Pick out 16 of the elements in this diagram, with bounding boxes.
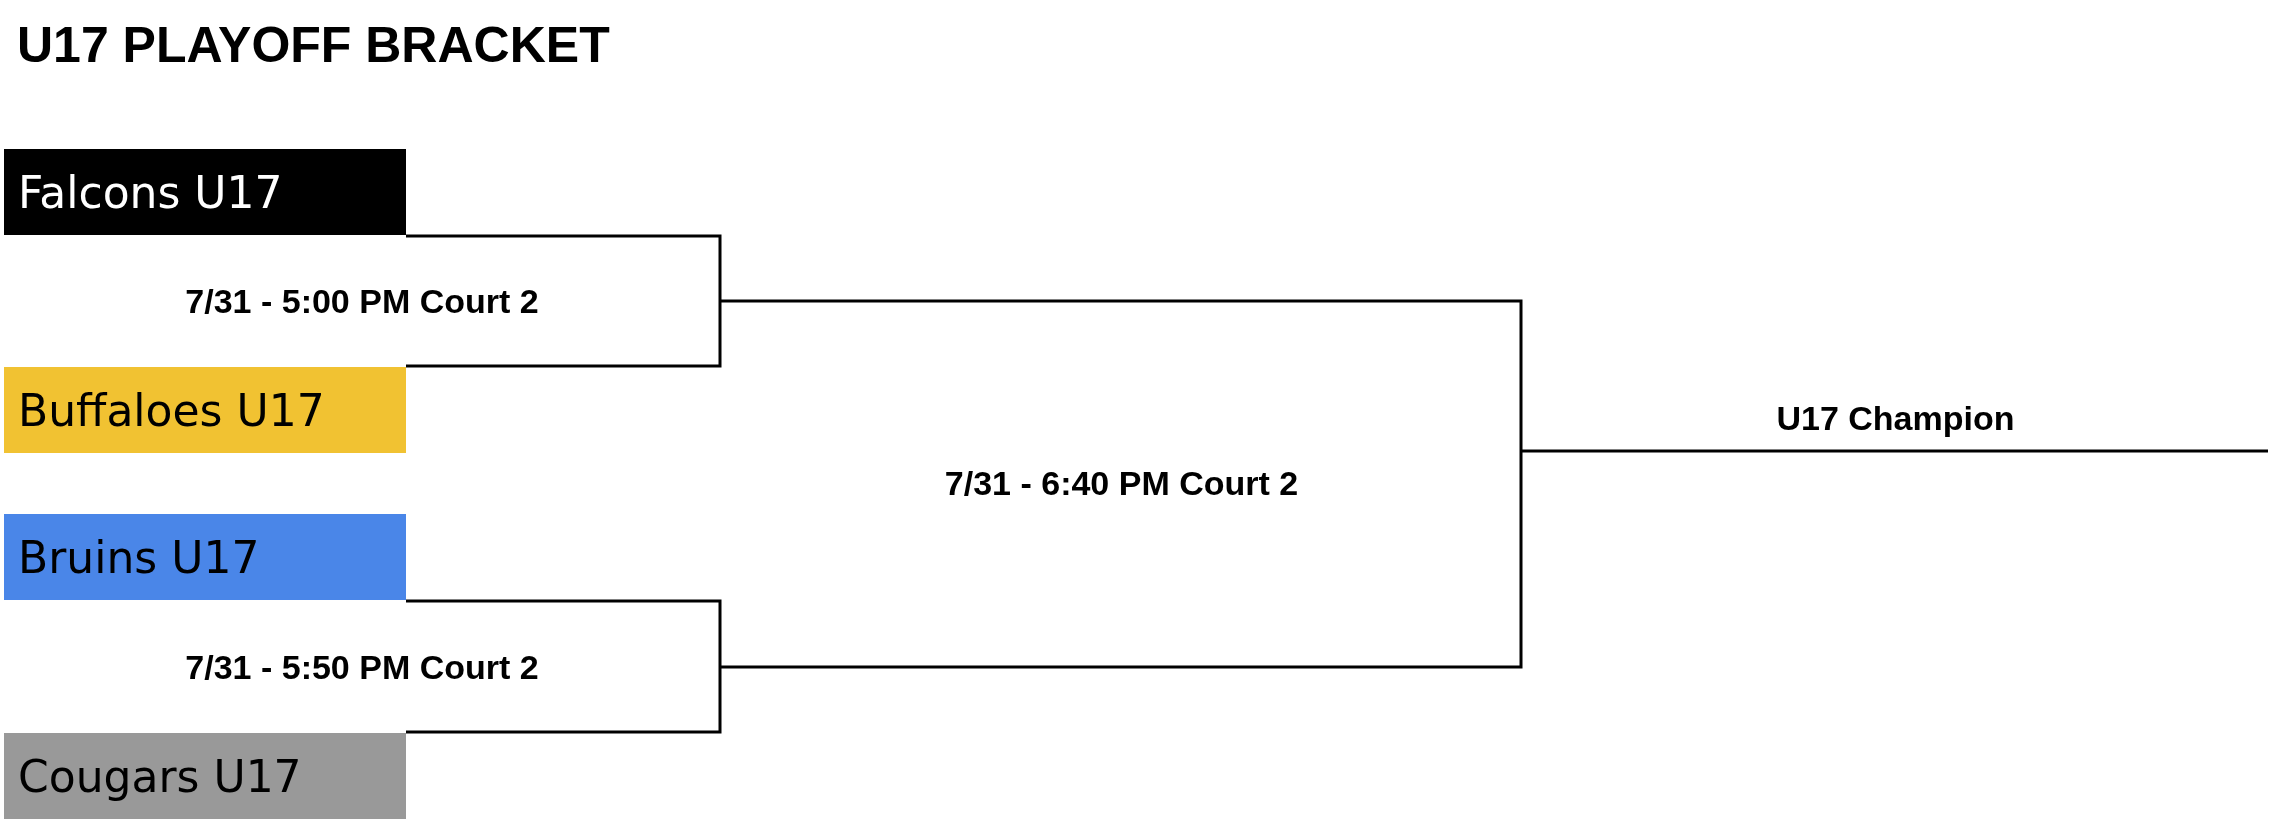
match-time-text: 7/31 - 6:40 PM Court 2: [944, 464, 1299, 503]
bracket-line: [406, 667, 722, 734]
match-time-text: 7/31 - 5:50 PM Court 2: [185, 647, 539, 687]
match-time-text: 7/31 - 5:00 PM Court 2: [185, 281, 539, 321]
team-name-box: Bruins U17: [4, 514, 406, 600]
champion-label: U17 Champion: [1776, 398, 2015, 438]
bracket-line: [406, 234, 722, 301]
bracket-line: [406, 599, 722, 667]
team-name-box: Cougars U17: [4, 733, 406, 819]
team-name-box: Falcons U17: [4, 149, 406, 235]
bracket-line: [720, 299, 1523, 451]
bracket-line: [1521, 449, 2268, 453]
bracket-line: [720, 451, 1523, 669]
bracket-title: U17 PLAYOFF BRACKET: [17, 16, 610, 74]
team-name-box: Buffaloes U17: [4, 367, 406, 453]
bracket-line: [406, 301, 722, 368]
